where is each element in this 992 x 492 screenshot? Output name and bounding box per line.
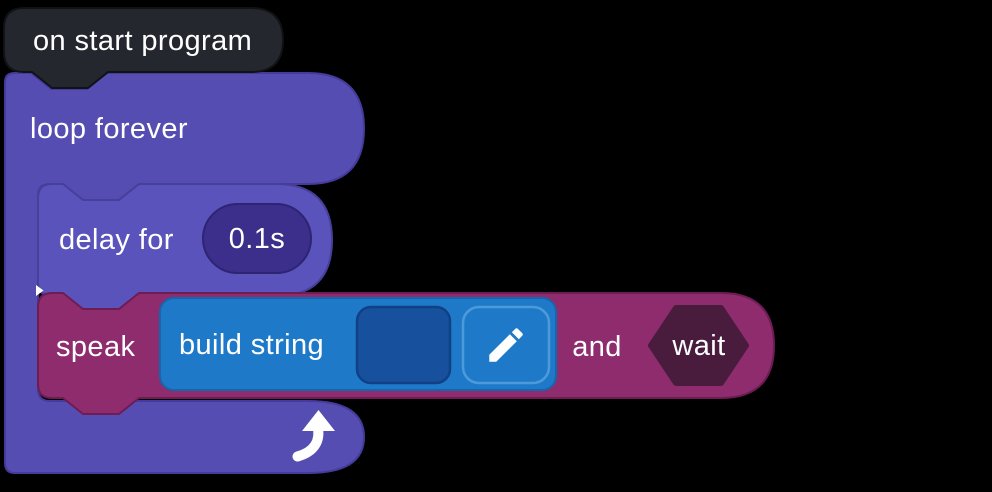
speak-and-label: and xyxy=(572,331,622,363)
speak-label: speak xyxy=(56,331,135,363)
on-start-program-block[interactable]: on start program xyxy=(3,7,284,89)
delay-duration-field[interactable] xyxy=(202,203,312,274)
delay-for-block[interactable]: delay for 0.1s xyxy=(37,183,333,313)
loop-repeat-arrow-icon xyxy=(292,410,335,462)
build-string-block[interactable]: build string xyxy=(159,297,557,391)
on-start-program-label: on start program xyxy=(33,25,252,57)
wait-hexagon[interactable] xyxy=(648,305,749,386)
string-input-field[interactable] xyxy=(355,305,452,385)
insertion-caret-icon xyxy=(36,285,44,296)
speak-block[interactable]: speak build string and wait xyxy=(36,285,775,415)
build-string-label: build string xyxy=(179,329,324,361)
delay-duration-value[interactable]: 0.1s xyxy=(229,223,285,255)
wait-label: wait xyxy=(671,330,725,362)
on-start-program-shape[interactable] xyxy=(3,7,284,89)
delay-for-label: delay for xyxy=(59,224,174,256)
edit-string-button[interactable] xyxy=(461,305,551,385)
wait-mode-toggle[interactable]: wait xyxy=(648,305,749,386)
loop-forever-label: loop forever xyxy=(30,113,188,145)
pencil-icon xyxy=(489,328,523,362)
